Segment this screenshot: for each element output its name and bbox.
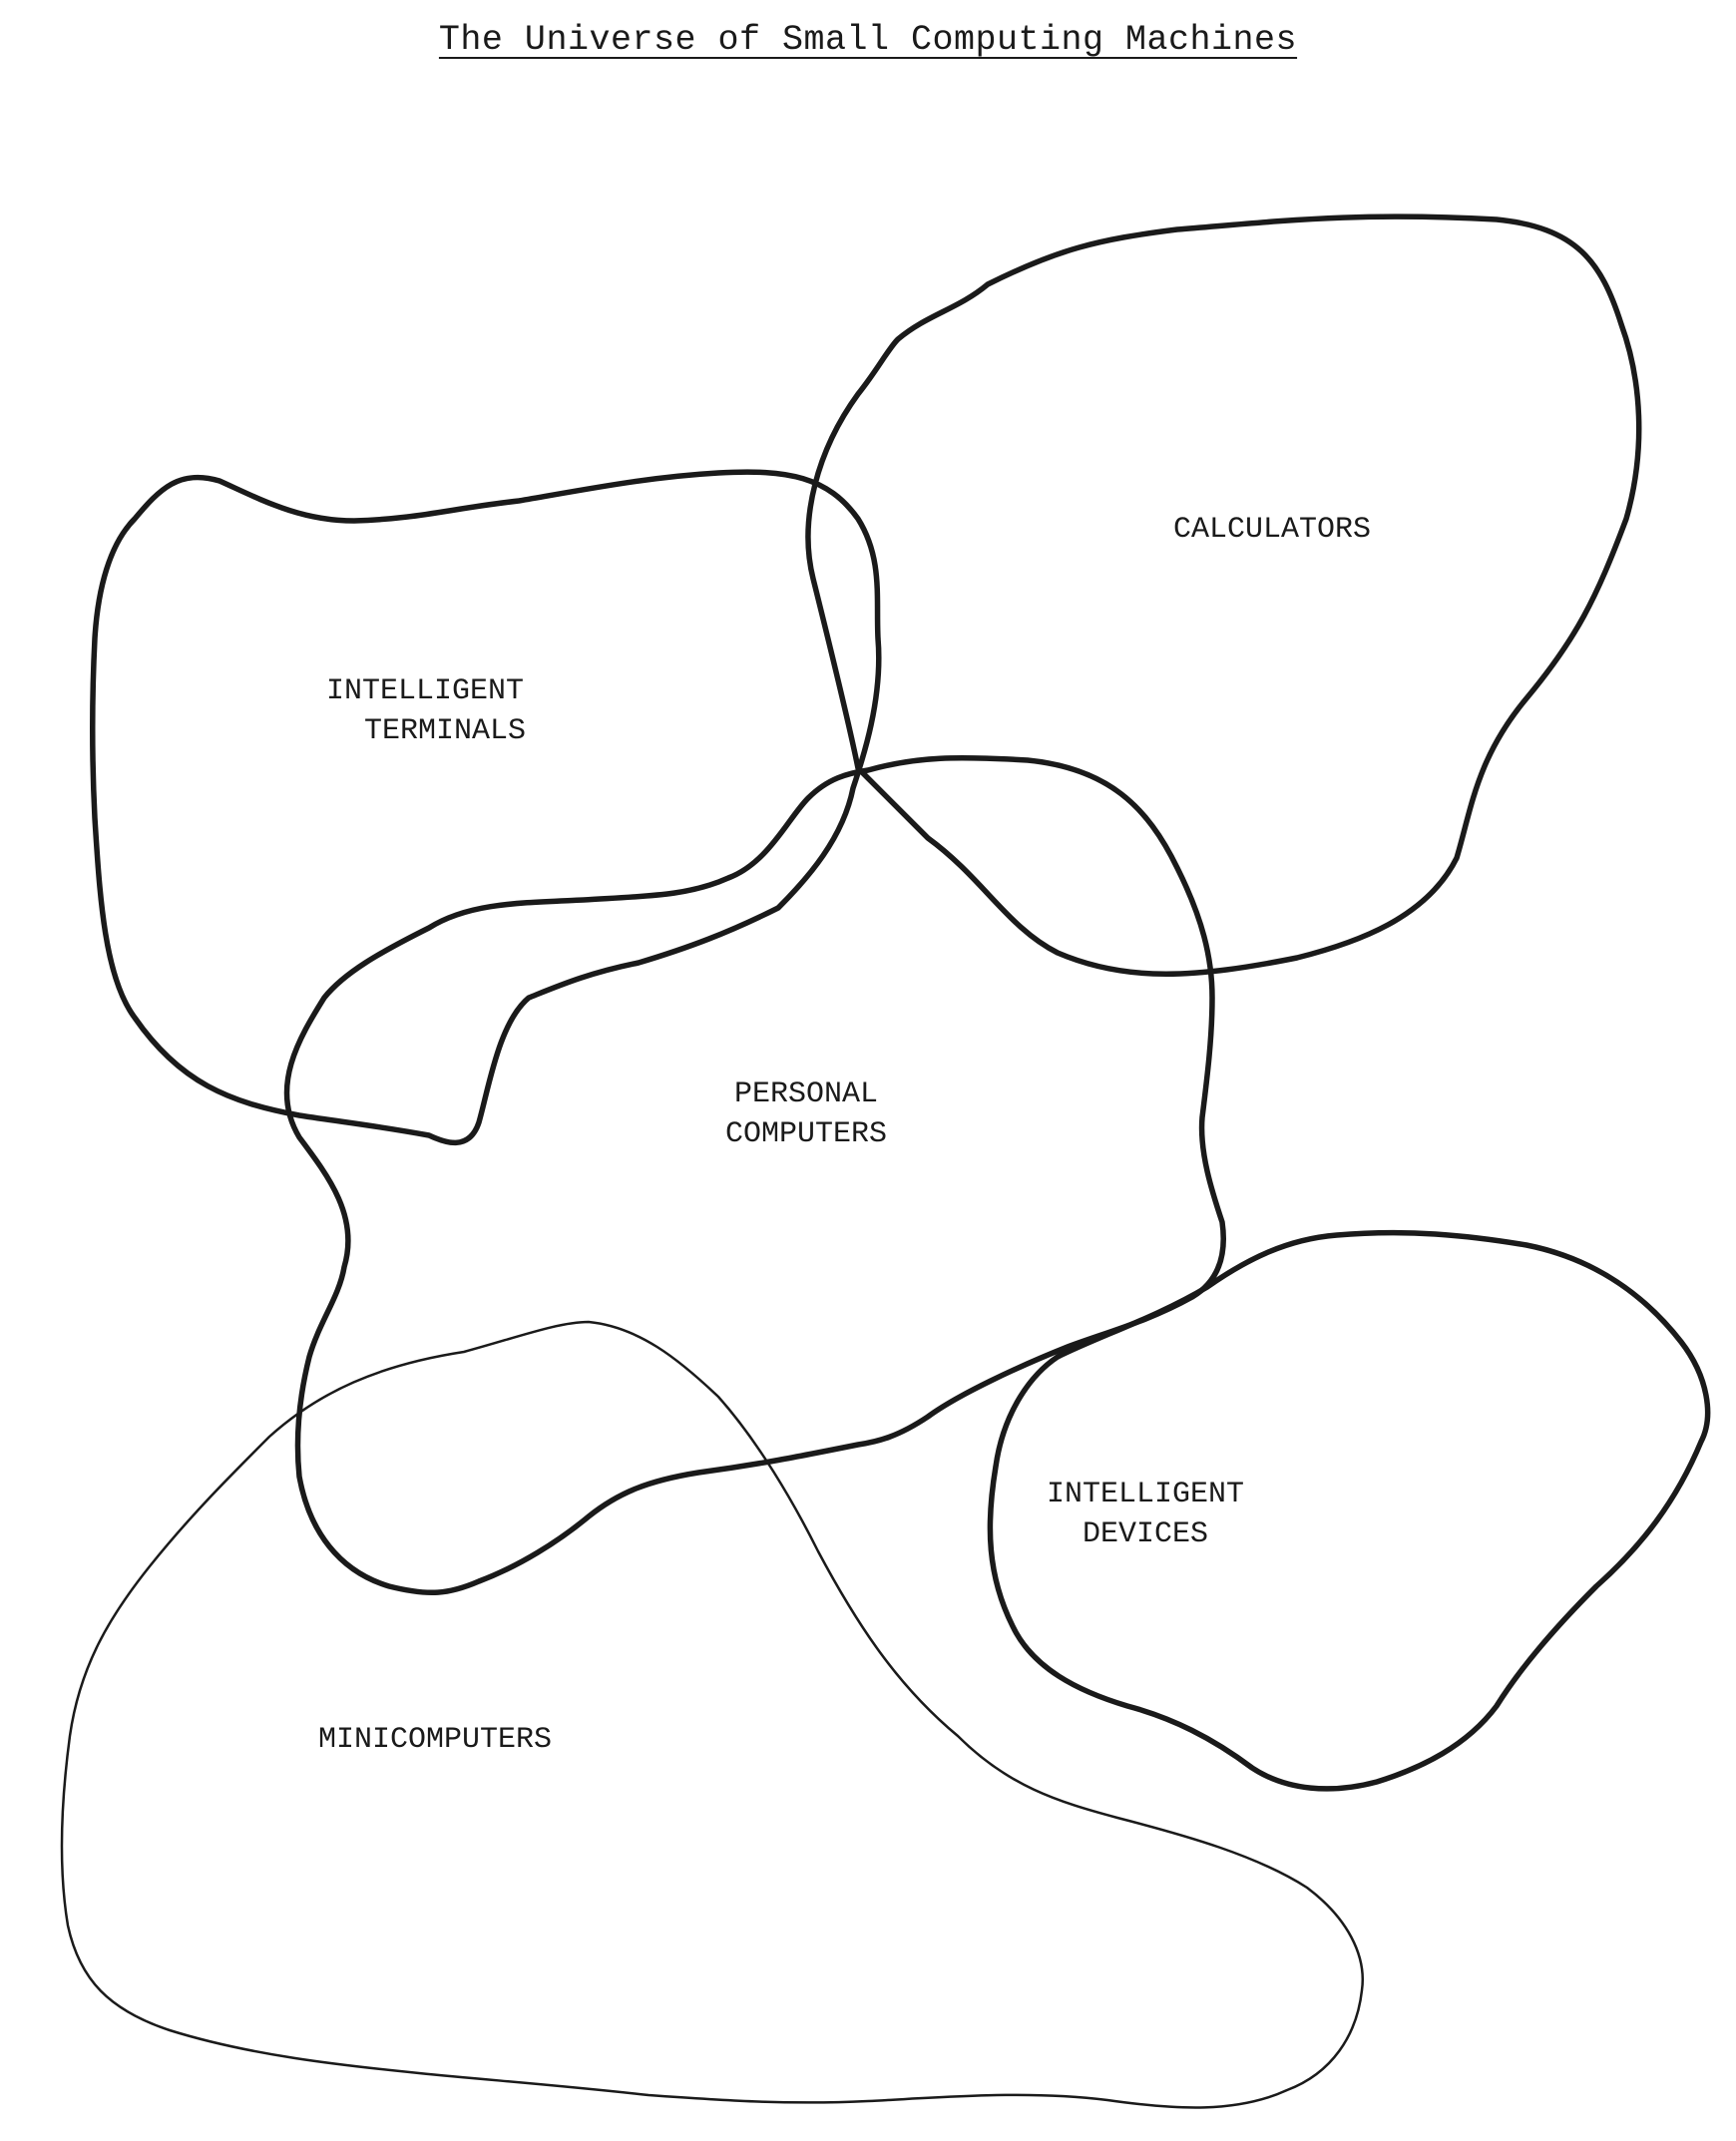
diagram-title: The Universe of Small Computing Machines — [0, 20, 1736, 60]
intelligent-terminals-label-line-2: TERMINALS — [363, 714, 527, 748]
intelligent-terminals-label: INTELLIGENT TERMINALS — [324, 671, 526, 751]
minicomputers-region-outline — [60, 1320, 1364, 2109]
personal-computers-region-outline — [283, 754, 1226, 1596]
intelligent-terminals-label-line-1: INTELLIGENT — [325, 674, 525, 708]
intelligent-devices-region-outline — [987, 1229, 1711, 1792]
calculators-region-outline — [805, 214, 1642, 977]
diagram-title-text: The Universe of Small Computing Machines — [438, 20, 1298, 60]
minicomputers-label-line-1: MINICOMPUTERS — [317, 1723, 553, 1757]
minicomputers-label: MINICOMPUTERS — [318, 1720, 552, 1760]
personal-computers-label-line-2: COMPUTERS — [724, 1117, 888, 1151]
intelligent-devices-label-line-1: INTELLIGENT — [1046, 1478, 1245, 1511]
personal-computers-label: PERSONAL COMPUTERS — [725, 1074, 887, 1154]
calculators-label: CALCULATORS — [1173, 510, 1371, 550]
calculators-label-line-1: CALCULATORS — [1172, 513, 1372, 547]
intelligent-devices-label-line-2: DEVICES — [1082, 1517, 1209, 1551]
intelligent-terminals-region-outline — [90, 469, 882, 1146]
intelligent-devices-label: INTELLIGENT DEVICES — [1047, 1475, 1244, 1554]
personal-computers-label-line-1: PERSONAL — [733, 1077, 879, 1111]
